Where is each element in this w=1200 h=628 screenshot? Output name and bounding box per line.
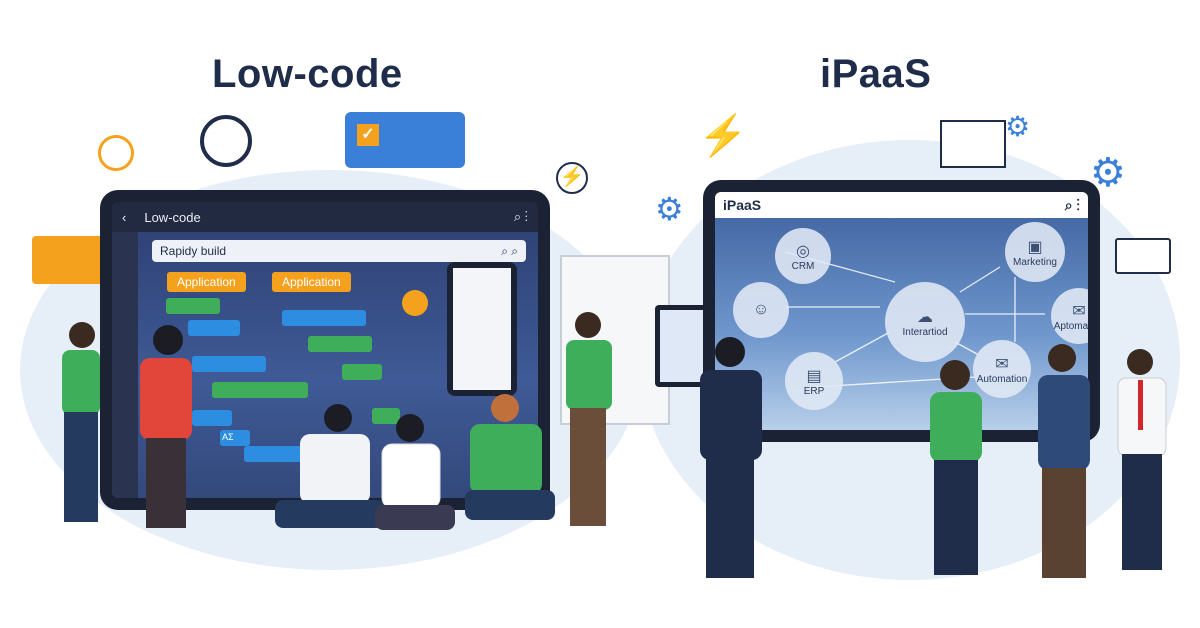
- node-label: Automation: [976, 373, 1028, 385]
- back-icon[interactable]: ‹: [122, 209, 127, 225]
- logic-block[interactable]: [212, 382, 308, 398]
- person: [275, 404, 385, 528]
- marketing-node[interactable]: ▣Marketing: [1005, 222, 1065, 282]
- envelope-icon: ✉: [995, 355, 1009, 373]
- envelope-icon: ✉: [1072, 302, 1086, 320]
- user-icon: ☺: [752, 301, 770, 318]
- low-code-title: Low-code: [212, 52, 403, 96]
- logic-block[interactable]: [282, 310, 366, 326]
- gear-icon: ⚙: [655, 191, 684, 227]
- person: [700, 337, 762, 578]
- integration-node[interactable]: ☁Interartiod: [885, 282, 965, 362]
- logic-block[interactable]: AΣ: [220, 430, 250, 446]
- logic-block[interactable]: [308, 336, 372, 352]
- app-header: iPaaS ⌕ ⋮: [715, 192, 1088, 218]
- search-input[interactable]: Rapidy build ⌕ ⌕: [152, 240, 526, 262]
- ipaas-tablet: iPaaS⌕ ⋮ ◎CRM ▣Marketing ☁Interartiod ✉A…: [703, 180, 1100, 442]
- lightning-icon: ⚡: [698, 114, 748, 158]
- ipaas-title: iPaaS: [820, 52, 932, 96]
- application-block[interactable]: Application: [272, 272, 351, 292]
- refresh-icon: [402, 290, 428, 316]
- node-label: CRM: [791, 260, 815, 272]
- logic-block[interactable]: [372, 408, 400, 424]
- search-icon[interactable]: ⌕ ⋮: [1064, 197, 1080, 213]
- logic-block[interactable]: [192, 356, 266, 372]
- users-node[interactable]: ☺: [733, 282, 789, 338]
- sidebar: [112, 232, 138, 498]
- application-block[interactable]: Application: [167, 272, 246, 292]
- cloud-upload-icon: ☁: [917, 308, 933, 326]
- stopwatch-icon: [200, 115, 252, 167]
- person: [1038, 344, 1090, 578]
- person: [1117, 349, 1167, 570]
- node-label: Interartiod: [902, 326, 948, 338]
- logic-block[interactable]: [342, 364, 382, 380]
- person: [375, 414, 455, 530]
- target-icon: [98, 135, 134, 171]
- node-label: Marketing: [1013, 256, 1057, 268]
- message-icon: [1115, 238, 1171, 274]
- crm-node[interactable]: ◎CRM: [775, 228, 831, 284]
- node-label: Aptomation: [1053, 320, 1088, 332]
- checklist-card-icon: ✓: [345, 112, 465, 168]
- app-title: Low-code: [144, 209, 201, 225]
- search-icon[interactable]: ⌕ ⋮: [513, 209, 528, 224]
- app-header: ‹ Low-code ⌕ ⋮: [112, 202, 538, 232]
- camera-icon: ◎: [796, 242, 810, 260]
- person: [465, 394, 555, 520]
- phone-preview: [447, 262, 517, 396]
- lightning-icon: ⚡: [556, 162, 588, 194]
- automation-node[interactable]: ✉Aptomation: [1051, 288, 1088, 344]
- erp-node[interactable]: ▤ERP: [785, 352, 843, 410]
- document-icon: ▤: [806, 367, 822, 385]
- document-icon: [940, 120, 1006, 168]
- person: [566, 312, 612, 526]
- logic-block[interactable]: [166, 298, 220, 314]
- marketing-icon: ▣: [1027, 238, 1043, 256]
- search-text: Rapidy build: [160, 244, 227, 258]
- person: [140, 325, 192, 528]
- gear-icon: ⚙: [1005, 111, 1031, 142]
- person: [930, 360, 982, 575]
- search-icon[interactable]: ⌕ ⌕: [501, 244, 518, 258]
- ipaas-screen: iPaaS⌕ ⋮ ◎CRM ▣Marketing ☁Interartiod ✉A…: [715, 192, 1088, 430]
- app-title: iPaaS: [723, 197, 762, 213]
- person: [62, 322, 100, 522]
- chat-bubble-icon: [32, 236, 112, 284]
- node-label: ERP: [803, 385, 825, 397]
- logic-block[interactable]: [188, 320, 240, 336]
- automation-node[interactable]: ✉Automation: [973, 340, 1031, 398]
- logic-block[interactable]: [192, 410, 232, 426]
